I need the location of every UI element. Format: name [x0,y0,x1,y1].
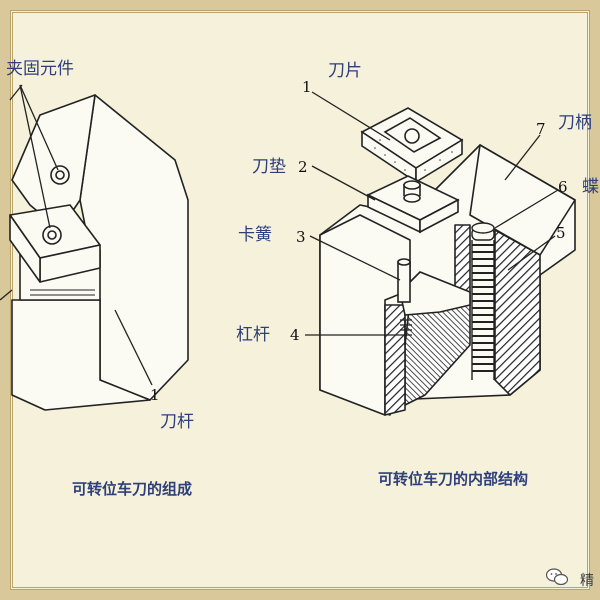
clamp-screw-top [50,165,70,185]
num-screw: 6 [558,178,568,196]
spring [471,222,495,380]
label-shim: 刀垫 [252,157,286,177]
label-screw: 蝶 [582,177,599,197]
section-hatch-left [384,304,406,416]
label-spring-clip: 卡簧 [238,225,272,245]
wechat-icon [546,568,568,586]
insert-right-face [415,138,463,184]
num-5: 5 [556,224,566,242]
num-spring-clip: 3 [296,228,306,246]
section-hatch-right [494,229,541,396]
left-tool-drawing [9,94,189,411]
caption-left: 可转位车刀的组成 [72,480,192,498]
num-shank: 1 [150,386,160,404]
num-lever: 4 [290,326,300,344]
label-holder: 刀柄 [558,113,592,133]
label-shank: 刀杆 [160,412,194,432]
watermark-text: 精 [580,573,594,589]
clamp-screw-center [42,225,62,245]
num-holder: 7 [536,120,546,138]
shank-top-face [11,94,96,231]
num-shim: 2 [298,158,308,176]
right-leader-lines [305,91,559,336]
insert-front [9,214,41,283]
label-insert: 刀片 [328,61,362,81]
label-clamp-element: 夹固元件 [6,59,74,79]
lever [397,258,471,345]
seat-pad [366,175,460,234]
num-insert: 1 [302,78,312,96]
caption-right: 可转位车刀的内部结构 [378,470,528,488]
left-leader-lines [0,84,153,386]
insert-blade [360,107,464,184]
right-tool-drawing [319,144,576,416]
label-lever: 杠杆 [236,325,270,345]
